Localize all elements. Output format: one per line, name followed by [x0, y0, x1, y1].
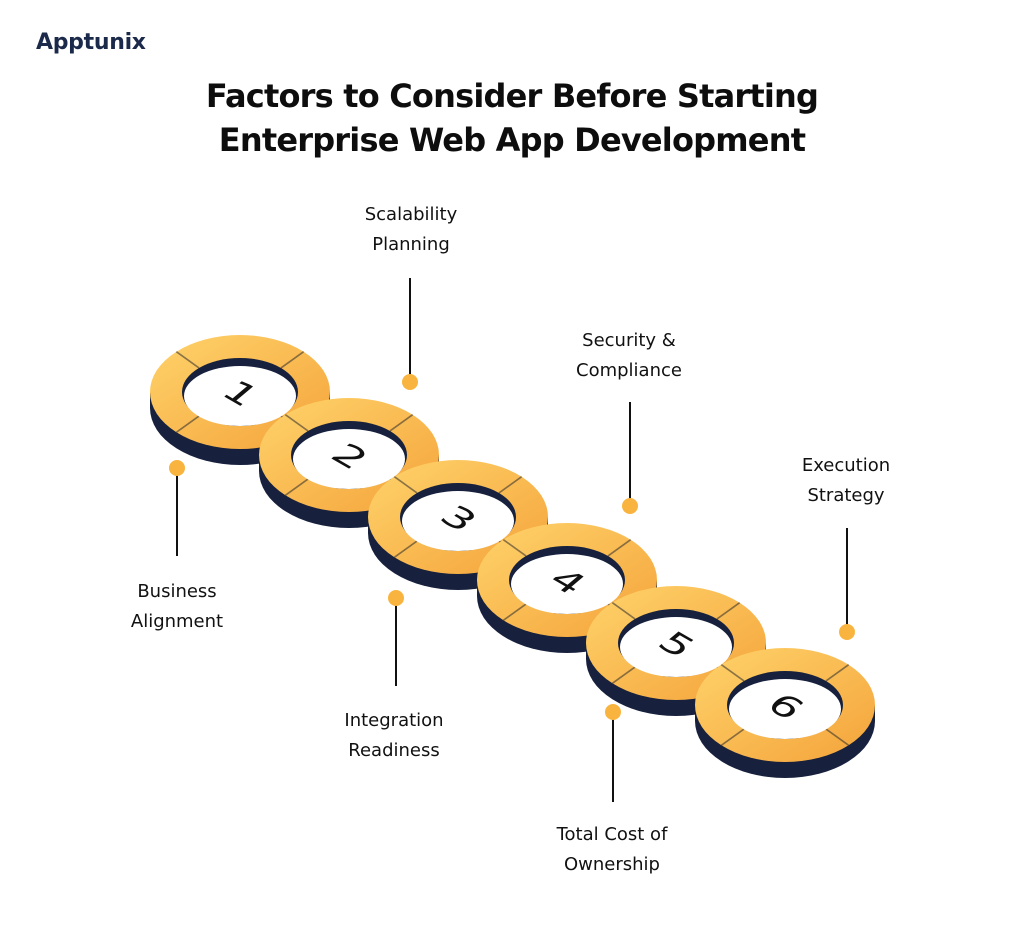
- step-3-label-line-1: Integration: [344, 710, 444, 731]
- page-title-line-1: Factors to Consider Before Starting: [205, 77, 819, 115]
- connector-step-2: [402, 278, 418, 390]
- page-title: Factors to Consider Before Starting Ente…: [0, 74, 1024, 162]
- step-4-label-line-1: Security &: [582, 330, 676, 351]
- step-2-label: Scalability Planning: [321, 200, 501, 260]
- connector-dot: [839, 624, 855, 640]
- connector-step-4: [622, 402, 638, 514]
- step-6-label-line-1: Execution: [801, 455, 891, 476]
- page-title-line-2: Enterprise Web App Development: [218, 121, 806, 159]
- step-1-label: Business Alignment: [87, 577, 267, 637]
- step-4-label-line-2: Compliance: [576, 360, 682, 381]
- connector-step-5: [605, 704, 621, 802]
- connector-dot: [605, 704, 621, 720]
- brand-logo: Apptunix: [36, 30, 146, 55]
- step-5-label-line-1: Total Cost of: [556, 824, 668, 845]
- step-3-label: Integration Readiness: [304, 706, 484, 766]
- connector-dot: [169, 460, 185, 476]
- step-5-label-line-2: Ownership: [564, 854, 660, 875]
- ring-step-6: 6: [695, 648, 875, 778]
- step-2-label-line-2: Planning: [372, 234, 450, 255]
- step-1-label-line-2: Alignment: [130, 611, 224, 632]
- brand-logo-text: Apptunix: [36, 30, 146, 55]
- step-5-label: Total Cost of Ownership: [522, 820, 702, 880]
- step-4-label: Security & Compliance: [539, 326, 719, 386]
- step-6-label-line-2: Strategy: [807, 485, 885, 506]
- connector-dot: [388, 590, 404, 606]
- step-6-label: Execution Strategy: [756, 451, 936, 511]
- step-3-label-line-2: Readiness: [348, 740, 440, 761]
- step-1-label-line-1: Business: [137, 581, 217, 602]
- ring-step-2: 2: [259, 398, 439, 528]
- connector-step-6: [839, 528, 855, 640]
- connector-step-3: [388, 590, 404, 686]
- connector-dot: [402, 374, 418, 390]
- step-2-label-line-1: Scalability: [364, 204, 458, 225]
- connector-dot: [622, 498, 638, 514]
- connector-step-1: [169, 460, 185, 556]
